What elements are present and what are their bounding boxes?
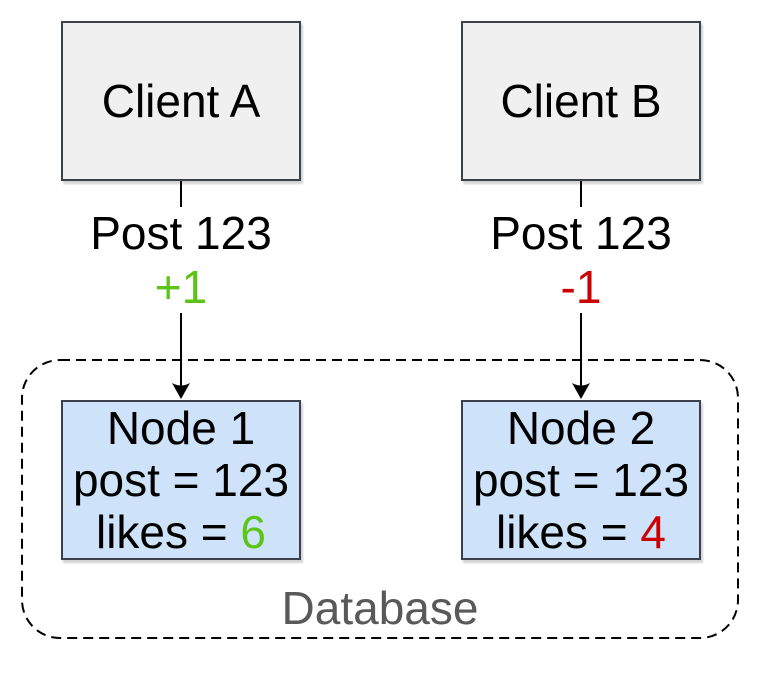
- node-2-likes-label: likes =: [495, 506, 641, 558]
- client-a-box: Client A: [61, 21, 301, 181]
- database-boundary: [21, 359, 739, 639]
- node-2-likes-line: likes = 4: [496, 506, 666, 558]
- node-2-post-value: post = 123: [472, 454, 690, 506]
- arrowhead-to-node-1: [172, 383, 190, 399]
- client-b-label: Client B: [500, 75, 662, 127]
- client-a-post-label: Post 123: [90, 207, 272, 259]
- client-a-label: Client A: [101, 75, 261, 127]
- node-2-likes-value: 4: [640, 506, 667, 558]
- node-2-title: Node 2: [506, 402, 656, 454]
- client-a-delta-label: +1: [154, 261, 208, 313]
- node-2-box: Node 2 post = 123 likes = 4: [461, 400, 701, 560]
- client-b-post-label: Post 123: [490, 207, 672, 259]
- client-b-delta-label: -1: [560, 261, 602, 313]
- node-1-post-value: post = 123: [72, 454, 290, 506]
- node-1-likes-label: likes =: [95, 506, 241, 558]
- arrowhead-to-node-2: [572, 383, 590, 399]
- database-region-label: Database: [281, 582, 479, 634]
- node-1-likes-line: likes = 6: [96, 506, 266, 558]
- client-b-box: Client B: [461, 21, 701, 181]
- node-1-likes-value: 6: [240, 506, 267, 558]
- node-1-title: Node 1: [106, 402, 256, 454]
- node-1-box: Node 1 post = 123 likes = 6: [61, 400, 301, 560]
